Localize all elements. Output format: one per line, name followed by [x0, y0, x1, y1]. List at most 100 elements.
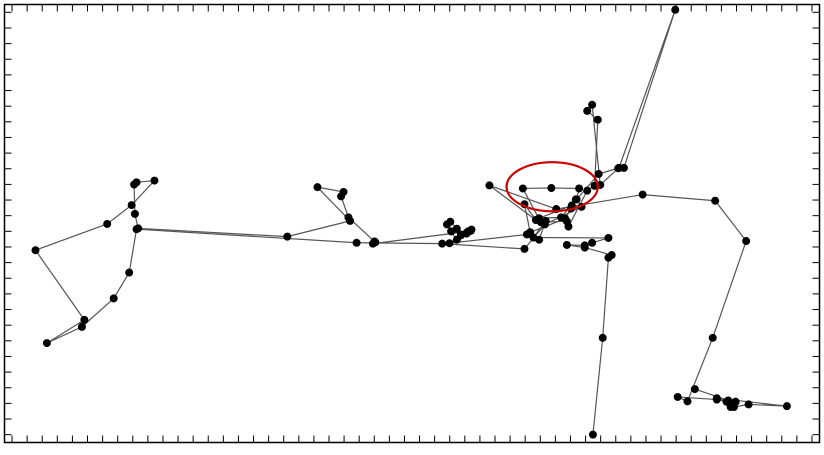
path-edge: [35, 223, 108, 251]
path-point: [598, 333, 607, 342]
path-point: [103, 219, 112, 228]
path-point: [339, 187, 348, 196]
path-edge: [317, 186, 344, 193]
path-point: [346, 216, 355, 225]
path-edge: [694, 388, 729, 402]
path-edge: [287, 220, 351, 238]
path-point: [526, 228, 535, 237]
path-point: [708, 333, 717, 342]
path-edge: [567, 190, 588, 227]
path-point: [352, 238, 361, 247]
path-edge: [128, 229, 138, 273]
path-point: [531, 215, 540, 224]
path-point: [485, 181, 494, 190]
path-point: [132, 178, 141, 187]
highlight-circle: [505, 161, 599, 213]
path-point: [571, 195, 580, 204]
path-point: [583, 106, 592, 115]
path-edge: [138, 227, 288, 238]
path-point: [583, 186, 592, 195]
path-point: [593, 115, 602, 124]
path-point: [127, 201, 136, 210]
path-point: [42, 339, 51, 348]
path-point: [283, 232, 292, 241]
path-point: [562, 240, 571, 249]
highlight-marker: [505, 161, 599, 213]
path-point: [77, 322, 86, 331]
path-point: [125, 268, 134, 277]
path-point: [580, 241, 589, 250]
path-point: [607, 251, 616, 260]
path-edge: [623, 9, 676, 169]
path-point: [547, 184, 556, 193]
path-edge: [136, 228, 357, 244]
path-point: [371, 238, 380, 247]
path-point: [744, 400, 753, 409]
path-point: [31, 246, 40, 255]
path-point: [518, 184, 527, 193]
path-edge: [602, 257, 610, 338]
path-point: [150, 176, 159, 185]
path-edge: [592, 337, 604, 435]
path-point: [712, 394, 721, 403]
path-point: [671, 5, 680, 14]
path-edge: [712, 240, 747, 339]
path-point: [445, 239, 454, 248]
path-point: [535, 235, 544, 244]
path-edge: [106, 204, 133, 225]
path-point: [724, 396, 733, 405]
path-point: [438, 239, 447, 248]
path-point: [452, 224, 461, 233]
path-edge: [677, 396, 717, 401]
path-point: [80, 315, 89, 324]
path-point: [130, 209, 139, 218]
path-point: [446, 217, 455, 226]
path-edge: [584, 247, 612, 256]
path-edge: [442, 243, 525, 250]
path-point: [313, 183, 322, 192]
plot-frame: [3, 3, 821, 444]
path-points: [31, 5, 791, 439]
path-point: [109, 294, 118, 303]
path-edge: [489, 184, 557, 210]
path-edge: [317, 186, 351, 222]
path-point: [683, 397, 692, 406]
path-edge: [714, 200, 747, 242]
path-point: [132, 225, 141, 234]
path-edge: [449, 233, 527, 244]
path-edge: [642, 193, 716, 202]
path-point: [588, 238, 597, 247]
path-point: [673, 392, 682, 401]
path-edge: [133, 184, 136, 214]
path-edge: [131, 180, 155, 206]
path-edge: [599, 167, 619, 186]
path-point: [711, 196, 720, 205]
path-point: [782, 402, 791, 411]
path-point: [731, 397, 740, 406]
path-point: [575, 184, 584, 193]
path-edge: [34, 249, 85, 321]
path-point: [604, 233, 613, 242]
path-edge: [489, 184, 537, 221]
path-edge: [686, 337, 714, 402]
path-edge: [618, 9, 676, 169]
path-point: [742, 237, 751, 246]
path-point: [594, 170, 603, 179]
path-point: [588, 430, 597, 439]
path-point: [690, 385, 699, 394]
path-edges: [34, 9, 787, 435]
path-point: [638, 190, 647, 199]
axis-ticks: [4, 4, 820, 443]
path-point: [520, 244, 529, 253]
path-edge: [523, 204, 531, 233]
path-point: [464, 227, 473, 236]
path-point: [561, 214, 570, 223]
path-edge: [46, 326, 83, 344]
path-point: [615, 163, 624, 172]
path-point: [564, 222, 573, 231]
path-edge: [46, 319, 85, 344]
path-point: [588, 100, 597, 109]
path-edge: [113, 272, 130, 299]
